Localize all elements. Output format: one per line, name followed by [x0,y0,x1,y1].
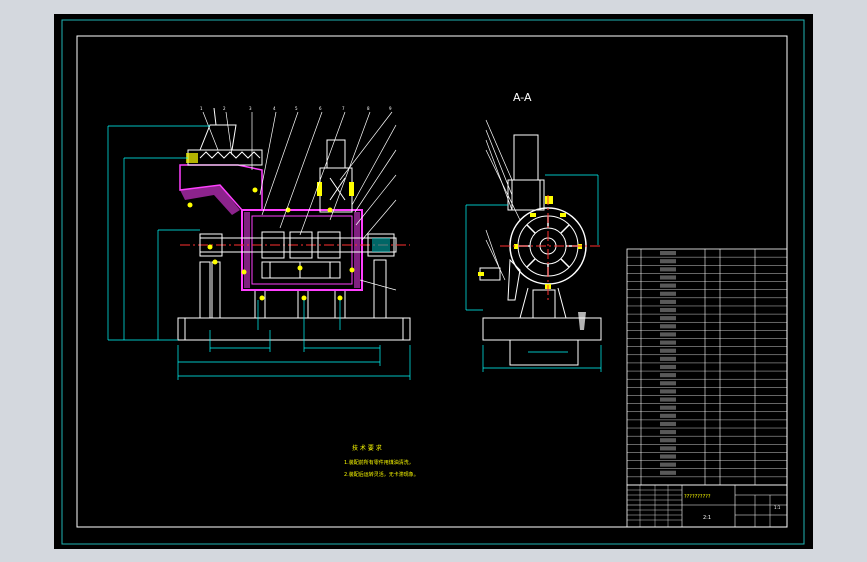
parts-table-cell-mark [660,291,676,296]
tech-requirement-line-2: 2.装配后运转灵活，无卡滞现象。 [344,471,419,478]
svg-text:4: 4 [273,106,276,111]
parts-table-cell-mark [660,446,676,451]
parts-table-cell-mark [660,267,676,272]
svg-text:9: 9 [389,106,392,111]
scale-label: 2:1 [703,515,711,521]
front-section-view: 1 2 3 4 5 6 7 8 9 [107,106,411,380]
parts-table-cell-mark [660,299,676,304]
parts-table-cell-mark [660,275,676,280]
svg-text:7: 7 [342,106,345,111]
svg-text:8: 8 [367,106,370,111]
parts-table-cell-mark [660,405,676,410]
section-aa-view: A-A [465,91,602,372]
technical-requirements: 技 术 要 求 1.装配前所有零件用煤油清洗， 2.装配后运转灵活，无卡滞现象。 [344,444,419,478]
title-block-name: ?????????? [684,494,711,500]
outer-border [61,19,805,545]
tech-requirement-line-1: 1.装配前所有零件用煤油清洗， [344,459,414,466]
parts-table-cell-mark [660,438,676,443]
sheet-label: 1:1 [774,505,781,510]
svg-text:6: 6 [319,106,322,111]
parts-table-cell-mark [660,364,676,370]
title-block: ?????????? 2:1 1:1 [626,484,788,528]
svg-text:2: 2 [223,106,226,111]
svg-text:5: 5 [295,106,298,111]
parts-table-cell-mark [660,251,676,256]
parts-table-cell-mark [660,332,676,337]
parts-table-cell-mark [660,430,676,435]
parts-table-cell-mark [660,389,676,394]
parts-table-cell-mark [660,307,676,313]
parts-table-cell-mark [660,340,676,345]
parts-table-cell-mark [660,470,676,475]
parts-table-cell-mark [660,356,676,361]
parts-table-cell-mark [660,316,676,321]
parts-table-cell-mark [660,454,676,459]
parts-table-cell-mark [660,348,676,353]
parts-table-cell-mark [660,421,676,427]
parts-table-cell-mark [660,259,676,264]
parts-table-cell-mark [660,324,676,329]
svg-text:3: 3 [249,106,252,111]
parts-table-cell-mark [660,381,676,386]
section-label: A-A [513,91,532,104]
parts-table-cell-mark [660,283,676,288]
parts-table-cell-mark [660,373,676,378]
parts-table-cell-mark [660,397,676,402]
parts-table-cell-mark [660,413,676,418]
tech-requirements-title: 技 术 要 求 [352,444,382,452]
svg-text:1: 1 [200,106,203,111]
parts-list-table [626,248,788,486]
parts-table-cell-mark [660,462,676,467]
